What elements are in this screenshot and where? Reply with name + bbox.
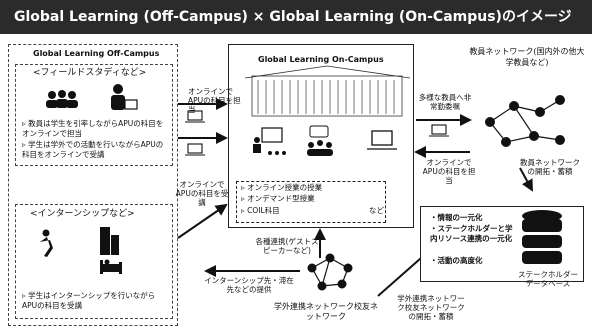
on-campus-item-1: ▹ オンライン授業の授業: [241, 183, 323, 192]
bullet-text: ステークホルダーと学内リソース連携の一元化: [430, 224, 513, 243]
on-campus-item-3: ▹ COIL科目: [241, 206, 280, 215]
field-study-box: [15, 64, 173, 166]
students-icon: [46, 90, 78, 108]
on-campus-items-suffix: など: [369, 206, 384, 215]
school-network-label: 学外連携ネットワーク校友ネットワーク: [274, 302, 378, 321]
bullet-text: 教員は学生を引率しながらAPUの科目をオンラインで担当: [22, 119, 164, 138]
bullet-text: 学生はインターンシップを行いながらAPUの科目を受講: [22, 291, 156, 310]
bullet-text: 情報の一元化: [437, 213, 483, 222]
running-person-icon: [40, 229, 53, 257]
teacher-icon: [111, 84, 138, 110]
bullet-text: 活動の高度化: [437, 256, 483, 265]
on-campus-items-box: [236, 181, 386, 223]
internship-bullet-1: ▹ 学生はインターンシップを行いながらAPUの科目を受講: [22, 291, 156, 310]
page-title: Global Learning (Off-Campus) × Global Le…: [0, 0, 592, 34]
field-study-label: <フィールドスタディなど>: [33, 68, 147, 78]
small-laptop-right: [429, 124, 449, 137]
on-campus-heading: Global Learning On-Campus: [258, 55, 384, 64]
internship-label: <インターンシップなど>: [30, 209, 135, 219]
label-diverse-faculty: 多様な教員へ非常勤委嘱: [418, 93, 472, 111]
field-study-bullet-1: ▹ 教員は学生を引率しながらAPUの科目をオンラインで担当: [22, 119, 164, 138]
label-school-network-dev: 学外連携ネットワーク校友ネットワークの開拓・蓄積: [397, 294, 465, 321]
small-laptop-left-2: [185, 143, 205, 156]
label-coordination: 各種連携(ゲストスピーカーなど): [255, 237, 319, 255]
db-bullet-1: ・情報の一元化: [430, 213, 483, 222]
off-campus-panel: [8, 44, 178, 326]
arrow-faculty-to-db: [519, 167, 533, 192]
label-online-teach: オンラインでAPUの科目を担当: [188, 87, 241, 114]
laptop-icon: [367, 130, 397, 150]
label-online-take: オンラインでAPUの科目を受講: [175, 180, 229, 207]
item-text: COIL科目: [247, 206, 280, 215]
off-campus-heading: Global Learning Off-Campus: [33, 49, 160, 58]
lecture-icon: [253, 127, 286, 155]
building-icon: [100, 227, 119, 255]
bullet-text: 学生は学外での活動を行いながらAPUの科目をオンラインで受講: [22, 140, 164, 159]
faculty-network-label: 教員ネットワーク(国内外の他大学教員など): [469, 47, 585, 67]
internship-box: [15, 204, 173, 319]
label-internship-provide: インターンシップ先・滞在先などの提供: [204, 276, 294, 294]
field-study-bullet-2: ▹ 学生は学外での活動を行いながらAPUの科目をオンラインで受講: [22, 140, 164, 159]
db-bullet-3: ・活動の高度化: [430, 256, 483, 265]
item-text: オンデマンド型授業: [247, 194, 315, 203]
stakeholder-db-label: ステークホルダーデータベース: [518, 270, 578, 288]
on-campus-item-2: ▹ オンデマンド型授業: [241, 194, 315, 203]
item-text: オンライン授業の授業: [247, 183, 323, 192]
arrow-internship-coil: [177, 203, 228, 239]
db-bullet-2: ・ステークホルダーと学内リソース連携の一元化: [430, 224, 513, 243]
label-faculty-network-dev: 教員ネットワークの開拓・蓄積: [520, 158, 580, 176]
small-laptop-left-1: [185, 110, 205, 123]
label-online-teach-right: オンラインでAPUの科目を担当: [422, 158, 476, 185]
discussion-icon: [307, 125, 333, 156]
bed-icon: [100, 259, 122, 274]
